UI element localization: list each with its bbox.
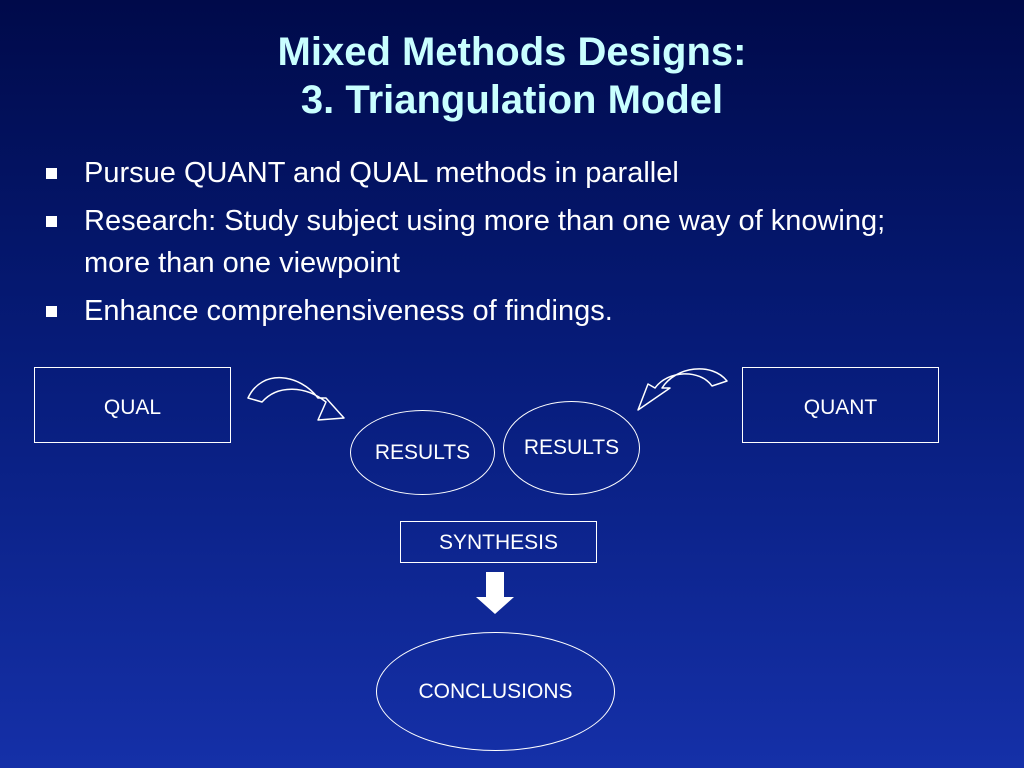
results-left-label: RESULTS — [374, 440, 471, 464]
synthesis-box: SYNTHESIS — [400, 521, 597, 563]
bullet-item: Pursue QUANT and QUAL methods in paralle… — [46, 152, 946, 194]
square-bullet-icon — [46, 306, 57, 317]
conclusions-label: CONCLUSIONS — [418, 679, 573, 703]
bullet-text: Enhance comprehensiveness of findings. — [84, 295, 613, 327]
quant-box: QUANT — [742, 367, 939, 443]
quant-label: QUANT — [803, 396, 878, 419]
results-left-ellipse: RESULTS — [350, 410, 495, 495]
bullet-text: Research: Study subject using more than … — [84, 205, 886, 279]
qual-label: QUAL — [103, 396, 162, 419]
bullet-text: Pursue QUANT and QUAL methods in paralle… — [84, 157, 679, 189]
title-line-2: 3. Triangulation Model — [300, 78, 724, 122]
results-right-ellipse: RESULTS — [503, 401, 640, 495]
conclusions-ellipse: CONCLUSIONS — [376, 632, 615, 751]
curved-arrow-right-icon — [637, 368, 728, 411]
bullet-item: Enhance comprehensiveness of findings. — [46, 290, 946, 332]
down-block-arrow-icon — [476, 572, 514, 614]
curved-arrow-left-icon — [247, 376, 345, 421]
qual-box: QUAL — [34, 367, 231, 443]
bullet-list: Pursue QUANT and QUAL methods in paralle… — [46, 152, 946, 338]
bullet-item: Research: Study subject using more than … — [46, 200, 946, 284]
title-line-1: Mixed Methods Designs: — [277, 30, 747, 74]
square-bullet-icon — [46, 216, 57, 227]
results-right-label: RESULTS — [523, 436, 620, 459]
square-bullet-icon — [46, 168, 57, 179]
synthesis-label: SYNTHESIS — [438, 531, 559, 554]
slide-title: Mixed Methods Designs: 3. Triangulation … — [0, 28, 1024, 124]
